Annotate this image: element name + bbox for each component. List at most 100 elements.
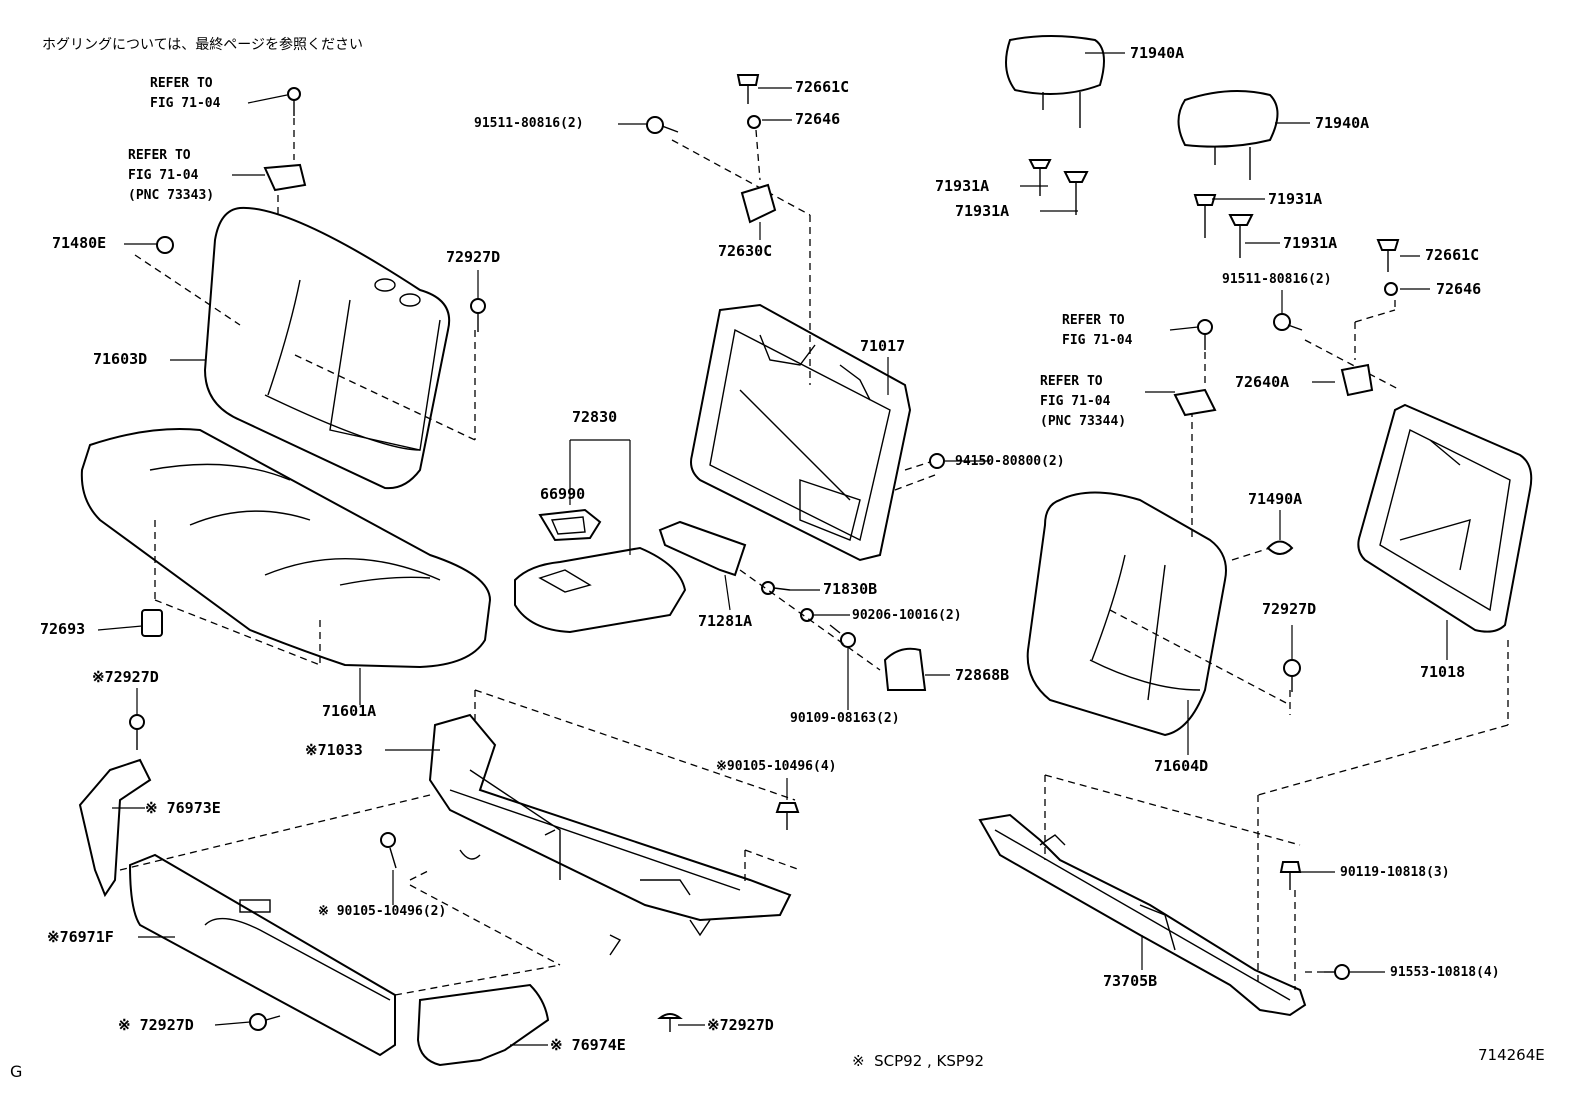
part-number-label: ※71033 <box>305 741 363 759</box>
clip-71490A <box>1266 540 1294 555</box>
seat-back-cover-71603D <box>203 206 451 490</box>
part-number-label: ※76971F <box>47 928 114 946</box>
figure-code: 714264E <box>1478 1046 1545 1064</box>
headrest-71940A-a <box>1005 35 1105 128</box>
clip-72927D-a <box>470 298 486 332</box>
part-number-label: 72646 <box>1436 280 1482 298</box>
part-number-label: ※ 76974E <box>550 1036 626 1054</box>
part-number-label: 73705B <box>1103 972 1158 990</box>
part-number-label: 72693 <box>40 620 86 638</box>
part-number-label: 71017 <box>860 337 906 355</box>
part-number-label: 71931A <box>1283 234 1338 252</box>
part-number-label: 71830B <box>823 580 878 598</box>
bolt-90105-a <box>380 832 397 869</box>
part-number-label: 90109-08163(2) <box>790 711 900 726</box>
models-note: ※ SCP92 , KSP92 <box>852 1052 985 1070</box>
clip-72927D-c <box>249 1013 281 1031</box>
part-number-label: 71281A <box>698 612 753 630</box>
refer-label: FIG 71-04 <box>1040 394 1111 409</box>
clip-72693 <box>141 609 163 637</box>
part-number-label: 72868B <box>955 666 1010 684</box>
bolt-refer-a <box>287 87 301 116</box>
part-number-label: 72661C <box>795 78 850 96</box>
part-number-label: 71480E <box>52 234 107 252</box>
refer-label: FIG 71-04 <box>128 168 199 183</box>
refer-label: REFER TO <box>1040 374 1103 389</box>
part-number-label: 72640A <box>1235 373 1290 391</box>
part-number-label: 71601A <box>322 702 377 720</box>
bolt-91511-a <box>646 116 679 134</box>
guide-71931A-b <box>1063 171 1089 215</box>
clip-72927D-b <box>129 714 145 750</box>
refer-label: (PNC 73343) <box>128 188 215 203</box>
footer-left-mark: G <box>10 1062 23 1081</box>
part-number-label: ※ 72927D <box>118 1016 194 1034</box>
part-number-label: ※90105-10496(4) <box>716 759 837 774</box>
headrest-71940A-b <box>1177 90 1279 180</box>
part-number-label: ※72927D <box>707 1016 774 1034</box>
part-number-label: 71931A <box>935 177 990 195</box>
seat-back-frame-71018 <box>1357 403 1533 633</box>
clip-71480E <box>156 236 174 254</box>
refer-label: FIG 71-04 <box>150 96 221 111</box>
bush-72646-b <box>1384 282 1398 296</box>
bolt-72661C-a <box>736 74 760 104</box>
part-number-label: 72927D <box>1262 600 1317 618</box>
panel-76971F <box>128 853 396 1057</box>
part-number-label: ※ 90105-10496(2) <box>318 904 447 919</box>
part-number-label: 90206-10016(2) <box>852 608 962 623</box>
part-number-label: 71490A <box>1248 490 1303 508</box>
part-number-label: 91553-10818(4) <box>1390 965 1500 980</box>
pin-71830B <box>761 581 791 595</box>
part-number-label: 91511-80816(2) <box>1222 272 1332 287</box>
bolt-72661C-b <box>1376 239 1400 272</box>
part-number-label: 72927D <box>446 248 501 266</box>
part-number-label: 91511-80816(2) <box>474 116 584 131</box>
bolt-91511-b <box>1273 313 1303 331</box>
hinge-71281A <box>658 520 747 577</box>
part-number-label: 90119-10818(3) <box>1340 865 1450 880</box>
part-number-label: 71931A <box>955 202 1010 220</box>
part-number-label: ※72927D <box>92 668 159 686</box>
part-number-label: 72630C <box>718 242 773 260</box>
bracket-72640A <box>1340 363 1374 397</box>
part-number-label: 72661C <box>1425 246 1480 264</box>
guide-71931A-c <box>1193 194 1217 238</box>
seat-back-cover-71604D <box>1026 491 1227 737</box>
seat-frame-71033 <box>428 713 792 956</box>
washer-90206 <box>800 608 814 622</box>
part-number-label: 94150-80800(2) <box>955 454 1065 469</box>
refer-label: REFER TO <box>1062 313 1125 328</box>
cup-holder-66990 <box>538 508 602 542</box>
seat-back-frame-71017 <box>690 303 912 562</box>
cover-76974E <box>416 983 550 1067</box>
refer-label: REFER TO <box>128 148 191 163</box>
part-number-label: 71931A <box>1268 190 1323 208</box>
part-number-label: 71604D <box>1154 757 1209 775</box>
refer-label: (PNC 73344) <box>1040 414 1127 429</box>
part-number-label: ※ 76973E <box>145 799 221 817</box>
part-number-label: 71603D <box>93 350 148 368</box>
bracket-refer-d <box>1173 388 1217 417</box>
clip-94150 <box>929 453 945 469</box>
bush-72646-a <box>747 115 761 129</box>
clip-72927D-e <box>1283 659 1301 692</box>
part-number-label: 72646 <box>795 110 841 128</box>
clip-72927D-d <box>657 1013 683 1032</box>
guide-71931A-d <box>1228 214 1254 258</box>
bolt-91553 <box>1324 964 1350 980</box>
armrest-72830 <box>514 546 687 634</box>
bolt-refer-c <box>1197 319 1213 350</box>
refer-label: FIG 71-04 <box>1062 333 1133 348</box>
part-number-label: 66990 <box>540 485 586 503</box>
part-number-label: 71018 <box>1420 663 1466 681</box>
cover-72868B <box>883 647 927 691</box>
leader-lines <box>97 52 1448 1046</box>
seat-cushion-cover-71601A <box>80 428 492 669</box>
part-number-label: 72830 <box>572 408 618 426</box>
refer-label: REFER TO <box>150 76 213 91</box>
bolt-90119 <box>1279 861 1302 890</box>
part-number-label: 71940A <box>1315 114 1370 132</box>
bracket-72630C <box>740 183 777 224</box>
